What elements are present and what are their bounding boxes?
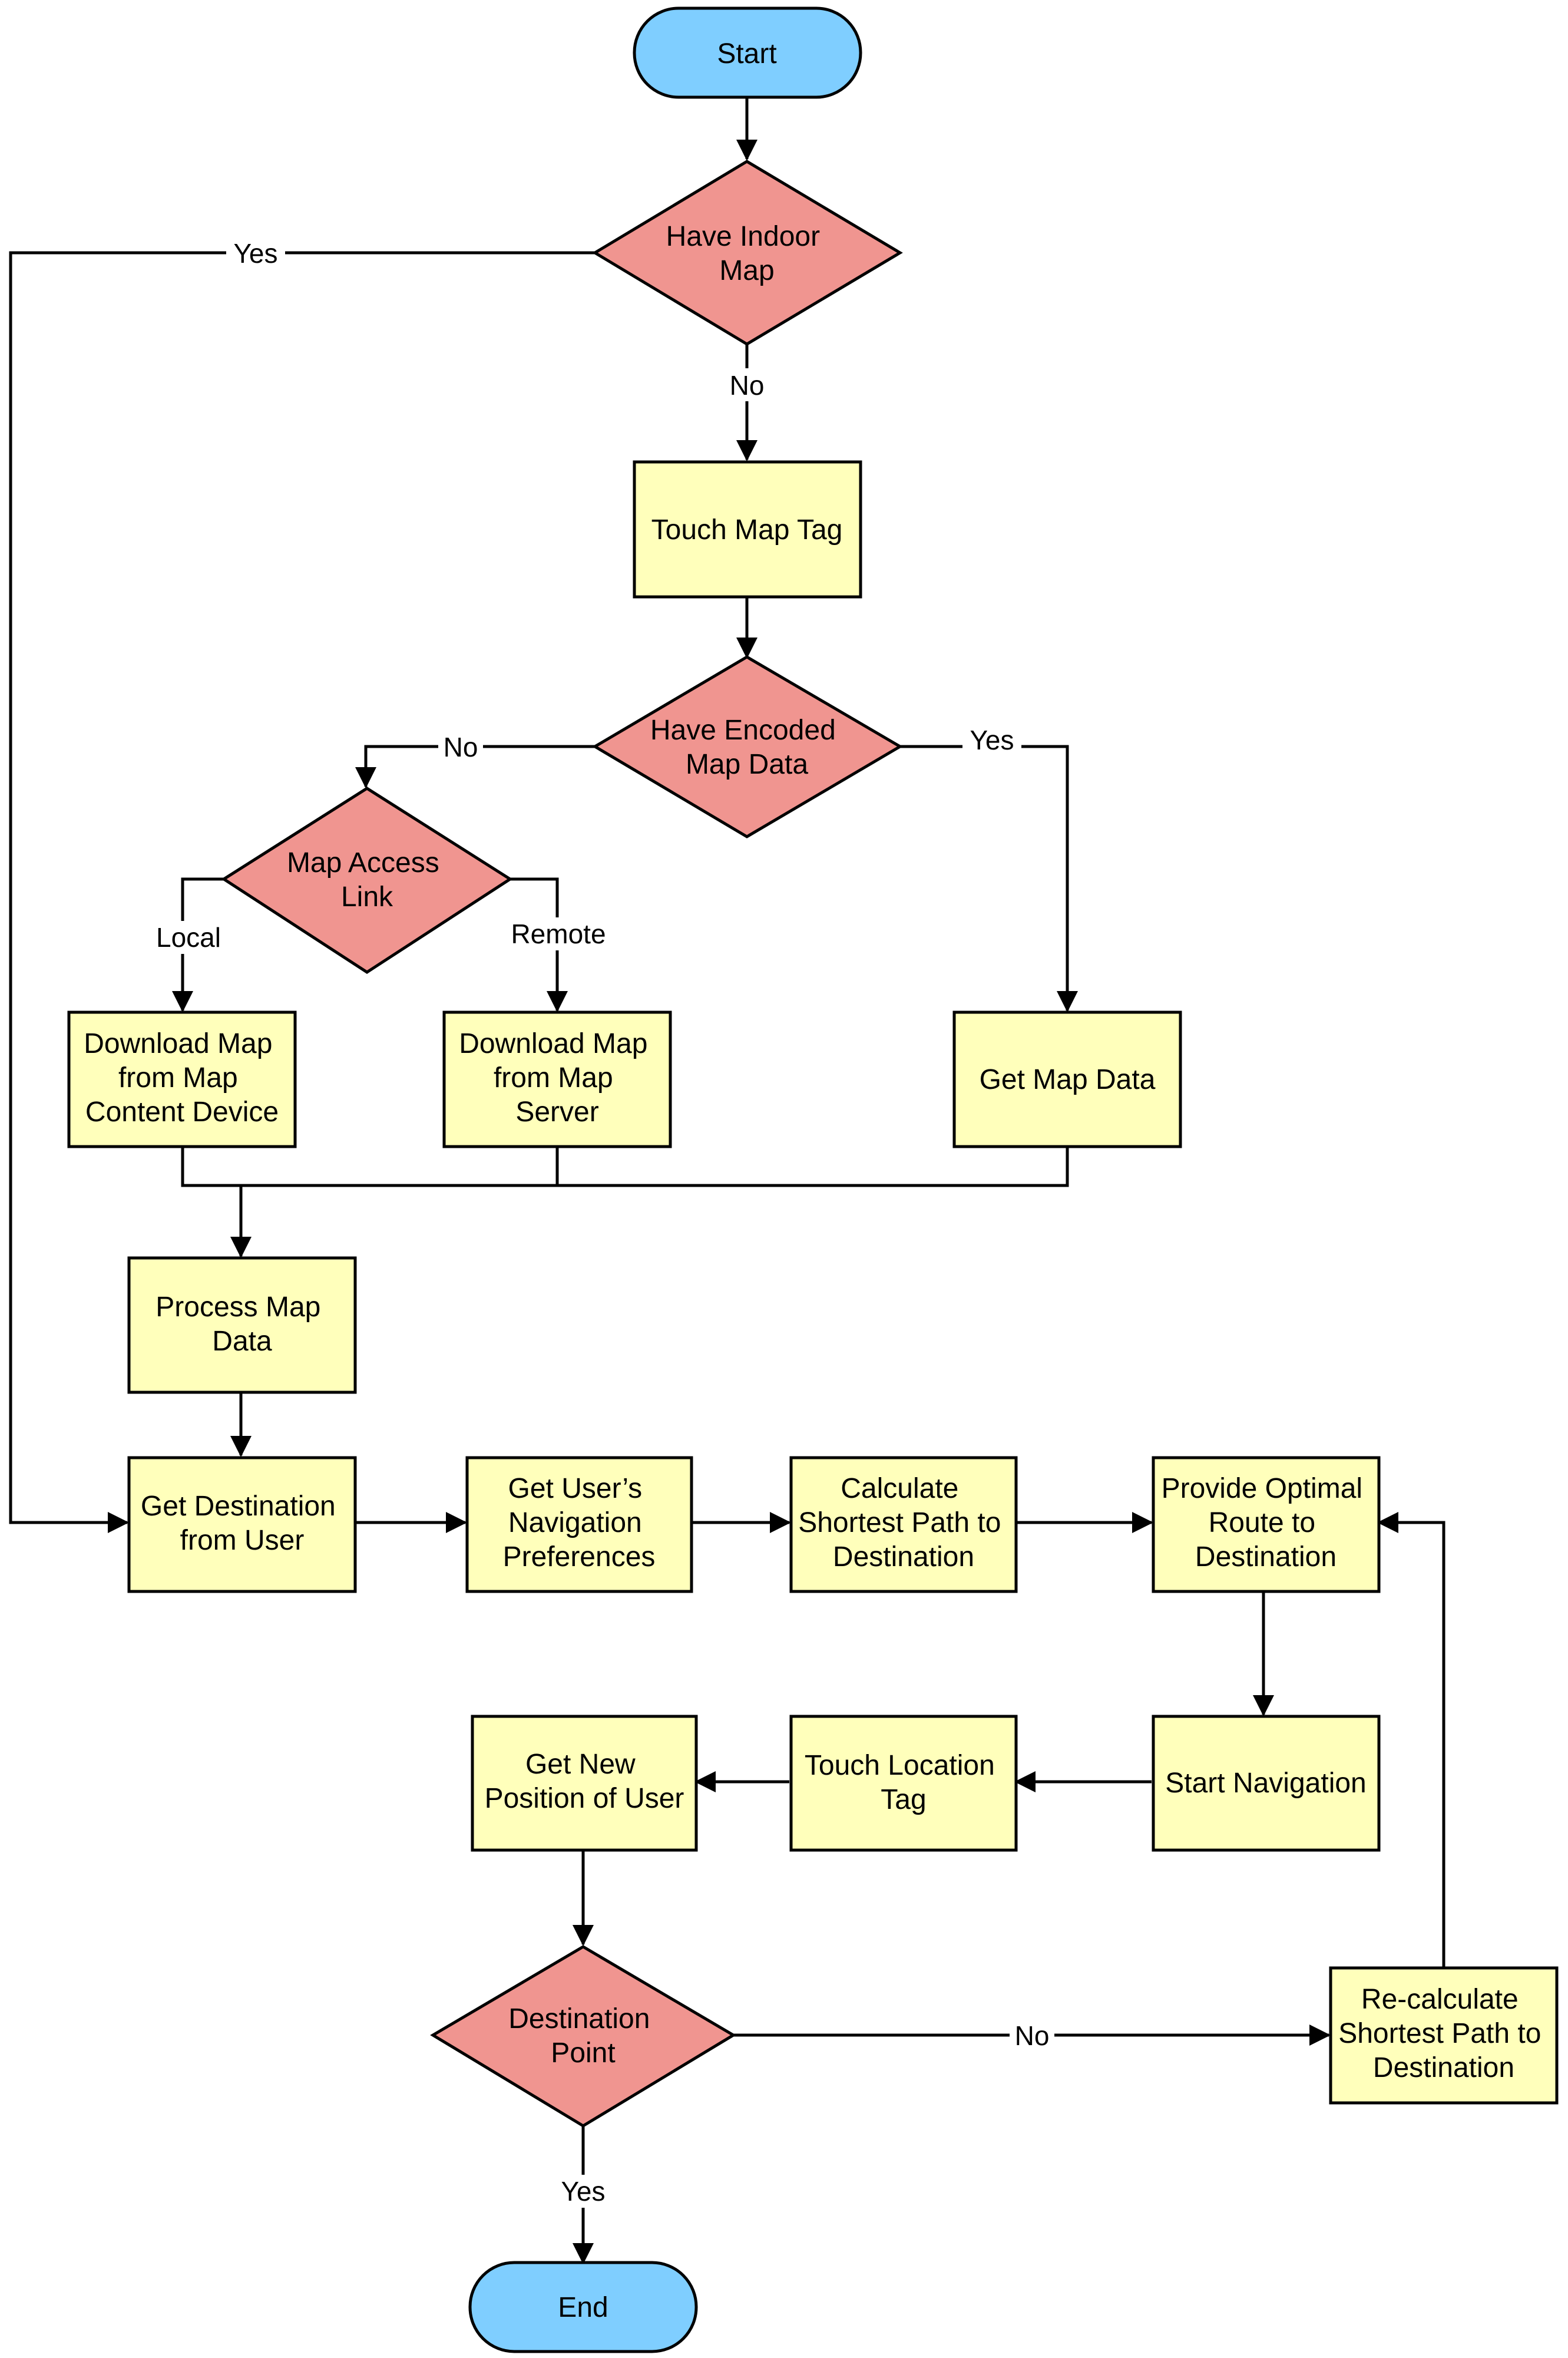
edge-encoded-no xyxy=(355,745,595,788)
end-terminal xyxy=(468,2261,698,2353)
label-indoor-map-yes: Yes xyxy=(233,238,277,269)
download-map-server-box xyxy=(442,1010,672,1148)
provide-optimal-route-box xyxy=(1152,1456,1381,1593)
get-map-data-box xyxy=(952,1010,1182,1148)
start-terminal xyxy=(633,6,862,99)
edge-encoded-yes xyxy=(900,745,1078,1012)
have-indoor-map-label: Have Indoor Map xyxy=(666,221,828,286)
have-indoor-map-decision xyxy=(592,160,903,346)
download-map-content-device-label: Download Map from Map Content Device xyxy=(84,1028,280,1128)
label-encoded-no: No xyxy=(444,732,478,762)
touch-location-tag-label: Touch Location Tag xyxy=(805,1750,1003,1815)
provide-optimal-route-label: Provide Optimal Route to Destination xyxy=(1162,1473,1371,1573)
edge-indoor-map-yes xyxy=(9,251,595,1533)
touch-location-tag-box xyxy=(789,1715,1018,1852)
destination-point-label: Destination Point xyxy=(508,2003,657,2069)
have-encoded-map-data-label: Have Encoded Map Data xyxy=(650,715,843,780)
recalculate-shortest-path-label: Re-calculate Shortest Path to Destinatio… xyxy=(1338,1984,1549,2083)
map-access-link-decision xyxy=(221,787,513,974)
get-destination-label: Get Destination from User xyxy=(141,1491,343,1556)
get-preferences-label: Get User’s Navigation Preferences xyxy=(503,1473,656,1573)
start-navigation-label: Start Navigation xyxy=(1165,1768,1367,1799)
touch-map-tag-box xyxy=(633,460,862,599)
get-preferences-box xyxy=(465,1456,693,1593)
label-destination-no: No xyxy=(1015,2020,1050,2051)
label-link-remote: Remote xyxy=(511,919,606,949)
start-label: Start xyxy=(717,38,776,70)
edge-merge-downloads xyxy=(181,1147,1069,1187)
label-indoor-map-no: No xyxy=(730,370,765,401)
start-navigation-box xyxy=(1152,1715,1381,1852)
process-map-data-label: Process Map Data xyxy=(156,1292,328,1357)
get-map-data-label: Get Map Data xyxy=(980,1064,1156,1095)
edge-link-local xyxy=(172,877,224,1012)
end-label: End xyxy=(558,2292,608,2323)
calculate-shortest-path-label: Calculate Shortest Path to Destination xyxy=(798,1473,1009,1573)
process-map-data-box xyxy=(127,1256,357,1394)
label-link-local: Local xyxy=(156,922,221,953)
calculate-shortest-path-box xyxy=(789,1456,1018,1593)
download-map-content-device-box xyxy=(67,1010,297,1148)
download-map-server-label: Download Map from Map Server xyxy=(459,1028,656,1128)
touch-map-tag-label: Touch Map Tag xyxy=(651,514,843,546)
edge-link-remote xyxy=(510,877,568,1012)
have-encoded-map-data-decision xyxy=(592,655,903,838)
get-new-position-label: Get New Position of User xyxy=(485,1749,684,1814)
destination-point-decision xyxy=(430,1945,736,2128)
edge-recalculate-to-provide xyxy=(1377,1512,1445,1968)
map-access-link-label: Map Access Link xyxy=(287,847,447,913)
label-encoded-yes: Yes xyxy=(970,725,1014,755)
label-destination-yes: Yes xyxy=(561,2176,605,2207)
get-destination-box xyxy=(127,1456,357,1593)
get-new-position-box xyxy=(471,1715,698,1852)
recalculate-shortest-path-box xyxy=(1329,1966,1559,2105)
